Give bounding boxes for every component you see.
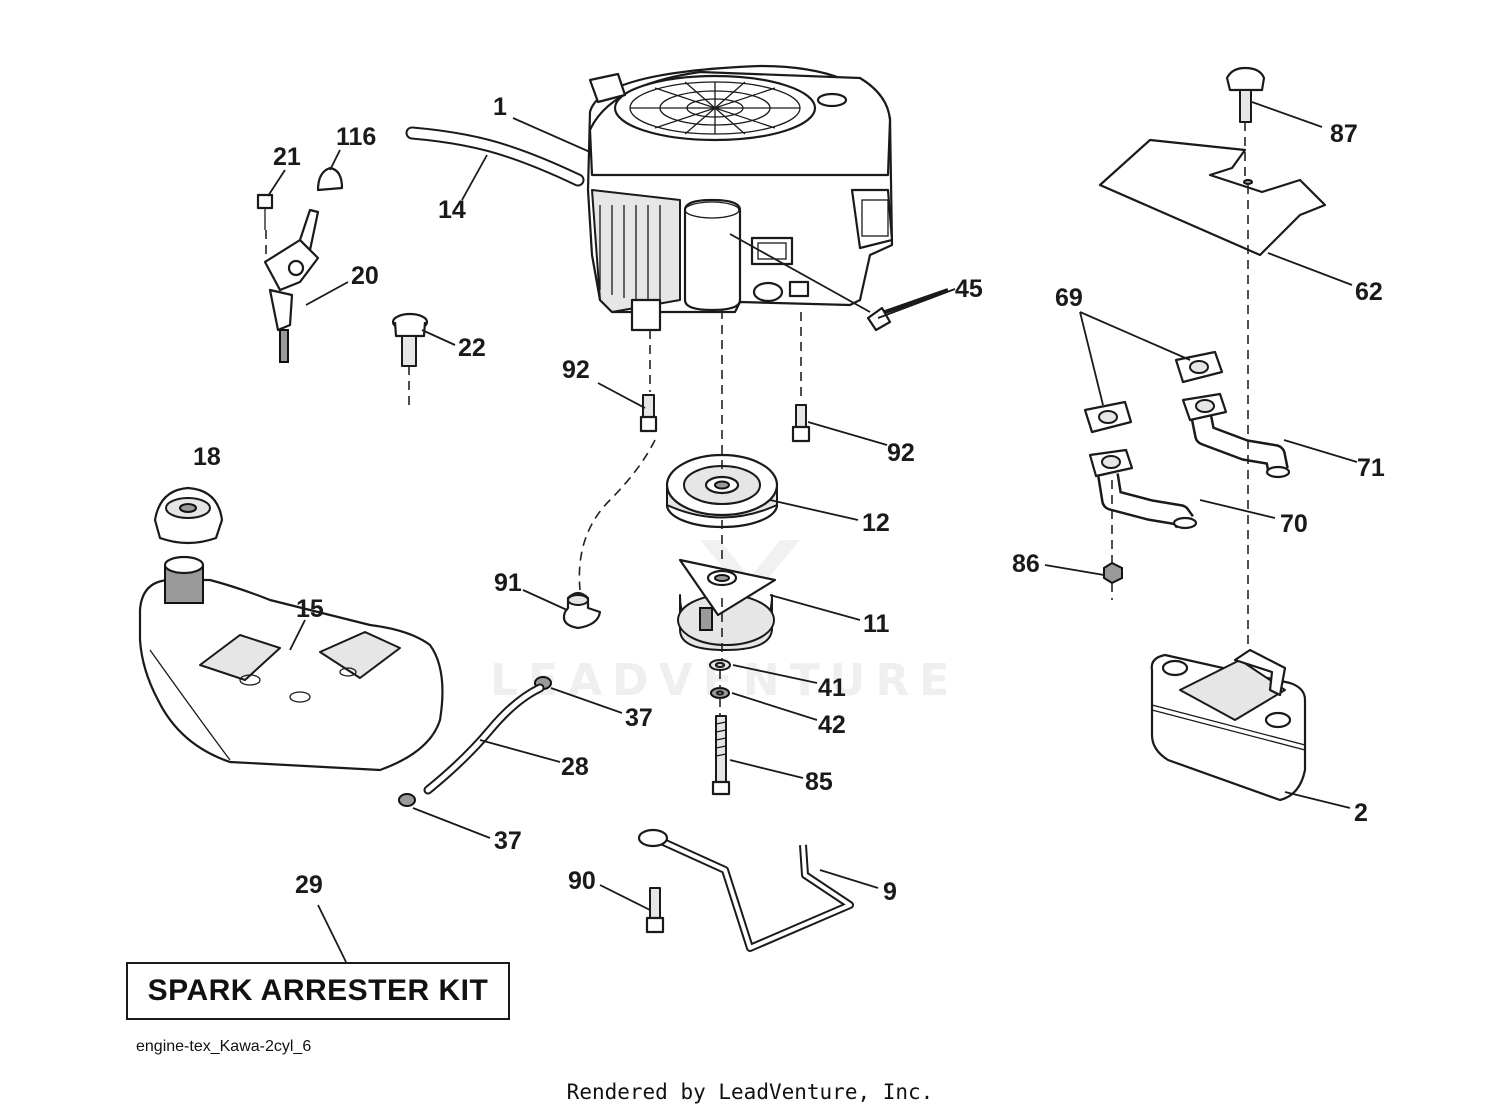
part-gasket-69-lower[interactable] (1083, 400, 1133, 434)
label-1: 1 (493, 93, 507, 121)
part-fuel-hose[interactable] (423, 683, 545, 795)
part-number-labels: 1 116 21 14 20 22 45 87 62 69 92 92 18 7… (193, 93, 1385, 906)
label-69: 69 (1055, 284, 1083, 312)
leader-lines (267, 101, 1358, 963)
part-bolt-92-left[interactable] (639, 394, 658, 433)
label-70: 70 (1280, 510, 1308, 538)
label-45: 45 (955, 275, 983, 303)
label-41: 41 (818, 674, 846, 702)
label-11: 11 (863, 610, 890, 638)
part-bolt-90[interactable] (645, 887, 665, 934)
centerlines (265, 122, 1249, 716)
part-choke[interactable] (391, 312, 429, 405)
label-15: 15 (296, 595, 324, 623)
label-28: 28 (561, 753, 589, 781)
label-85: 85 (805, 768, 833, 796)
label-62: 62 (1355, 278, 1383, 306)
part-knob[interactable] (316, 166, 344, 192)
label-12: 12 (862, 509, 890, 537)
part-exhaust-pipe-70[interactable] (1088, 448, 1198, 530)
spark-arrester-kit-label: SPARK ARRESTER KIT (147, 974, 489, 1007)
label-29: 29 (295, 871, 323, 899)
part-rod[interactable] (637, 828, 854, 952)
part-breather-hose[interactable] (405, 126, 585, 187)
part-engine[interactable] (586, 64, 894, 332)
label-91: 91 (494, 569, 522, 597)
label-116: 116 (336, 123, 376, 151)
part-washer-41[interactable] (709, 659, 731, 671)
part-fuel-filter[interactable] (562, 591, 602, 630)
part-bolt-85[interactable] (711, 715, 731, 796)
label-20: 20 (351, 262, 379, 290)
part-fuel-tank[interactable] (138, 555, 444, 772)
part-clutch[interactable] (677, 558, 777, 651)
label-86: 86 (1012, 550, 1040, 578)
label-92-right: 92 (887, 439, 915, 467)
part-bolt-21[interactable] (256, 193, 274, 230)
part-fuel-cap[interactable] (153, 486, 224, 545)
label-22: 22 (458, 334, 486, 362)
part-muffler[interactable] (1150, 648, 1307, 802)
part-knob-87[interactable] (1225, 66, 1266, 123)
label-37-upper: 37 (625, 704, 653, 732)
label-21: 21 (273, 143, 301, 171)
part-clamp-37-lower[interactable] (398, 793, 416, 807)
part-washer-42[interactable] (710, 687, 730, 699)
label-37-lower: 37 (494, 827, 522, 855)
label-18: 18 (193, 443, 221, 471)
label-71: 71 (1357, 454, 1385, 482)
label-87: 87 (1330, 120, 1358, 148)
part-connector-45[interactable] (866, 288, 949, 332)
label-42: 42 (818, 711, 846, 739)
rendered-by-footer: Rendered by LeadVenture, Inc. (566, 1080, 934, 1104)
diagram-filename: engine-tex_Kawa-2cyl_6 (136, 1038, 312, 1055)
label-2: 2 (1354, 799, 1368, 827)
spark-arrester-kit-box[interactable]: SPARK ARRESTER KIT (126, 962, 510, 1020)
label-90: 90 (568, 867, 596, 895)
part-exhaust-pipe-71[interactable] (1181, 392, 1291, 479)
label-14: 14 (438, 196, 466, 224)
part-pulley[interactable] (665, 453, 779, 529)
label-9: 9 (883, 878, 897, 906)
part-nut-86[interactable] (1103, 561, 1123, 585)
part-throttle-control[interactable] (263, 208, 320, 363)
part-bolt-92-right[interactable] (791, 404, 811, 443)
label-92-left: 92 (562, 356, 590, 384)
part-heat-shield[interactable] (1098, 138, 1327, 257)
